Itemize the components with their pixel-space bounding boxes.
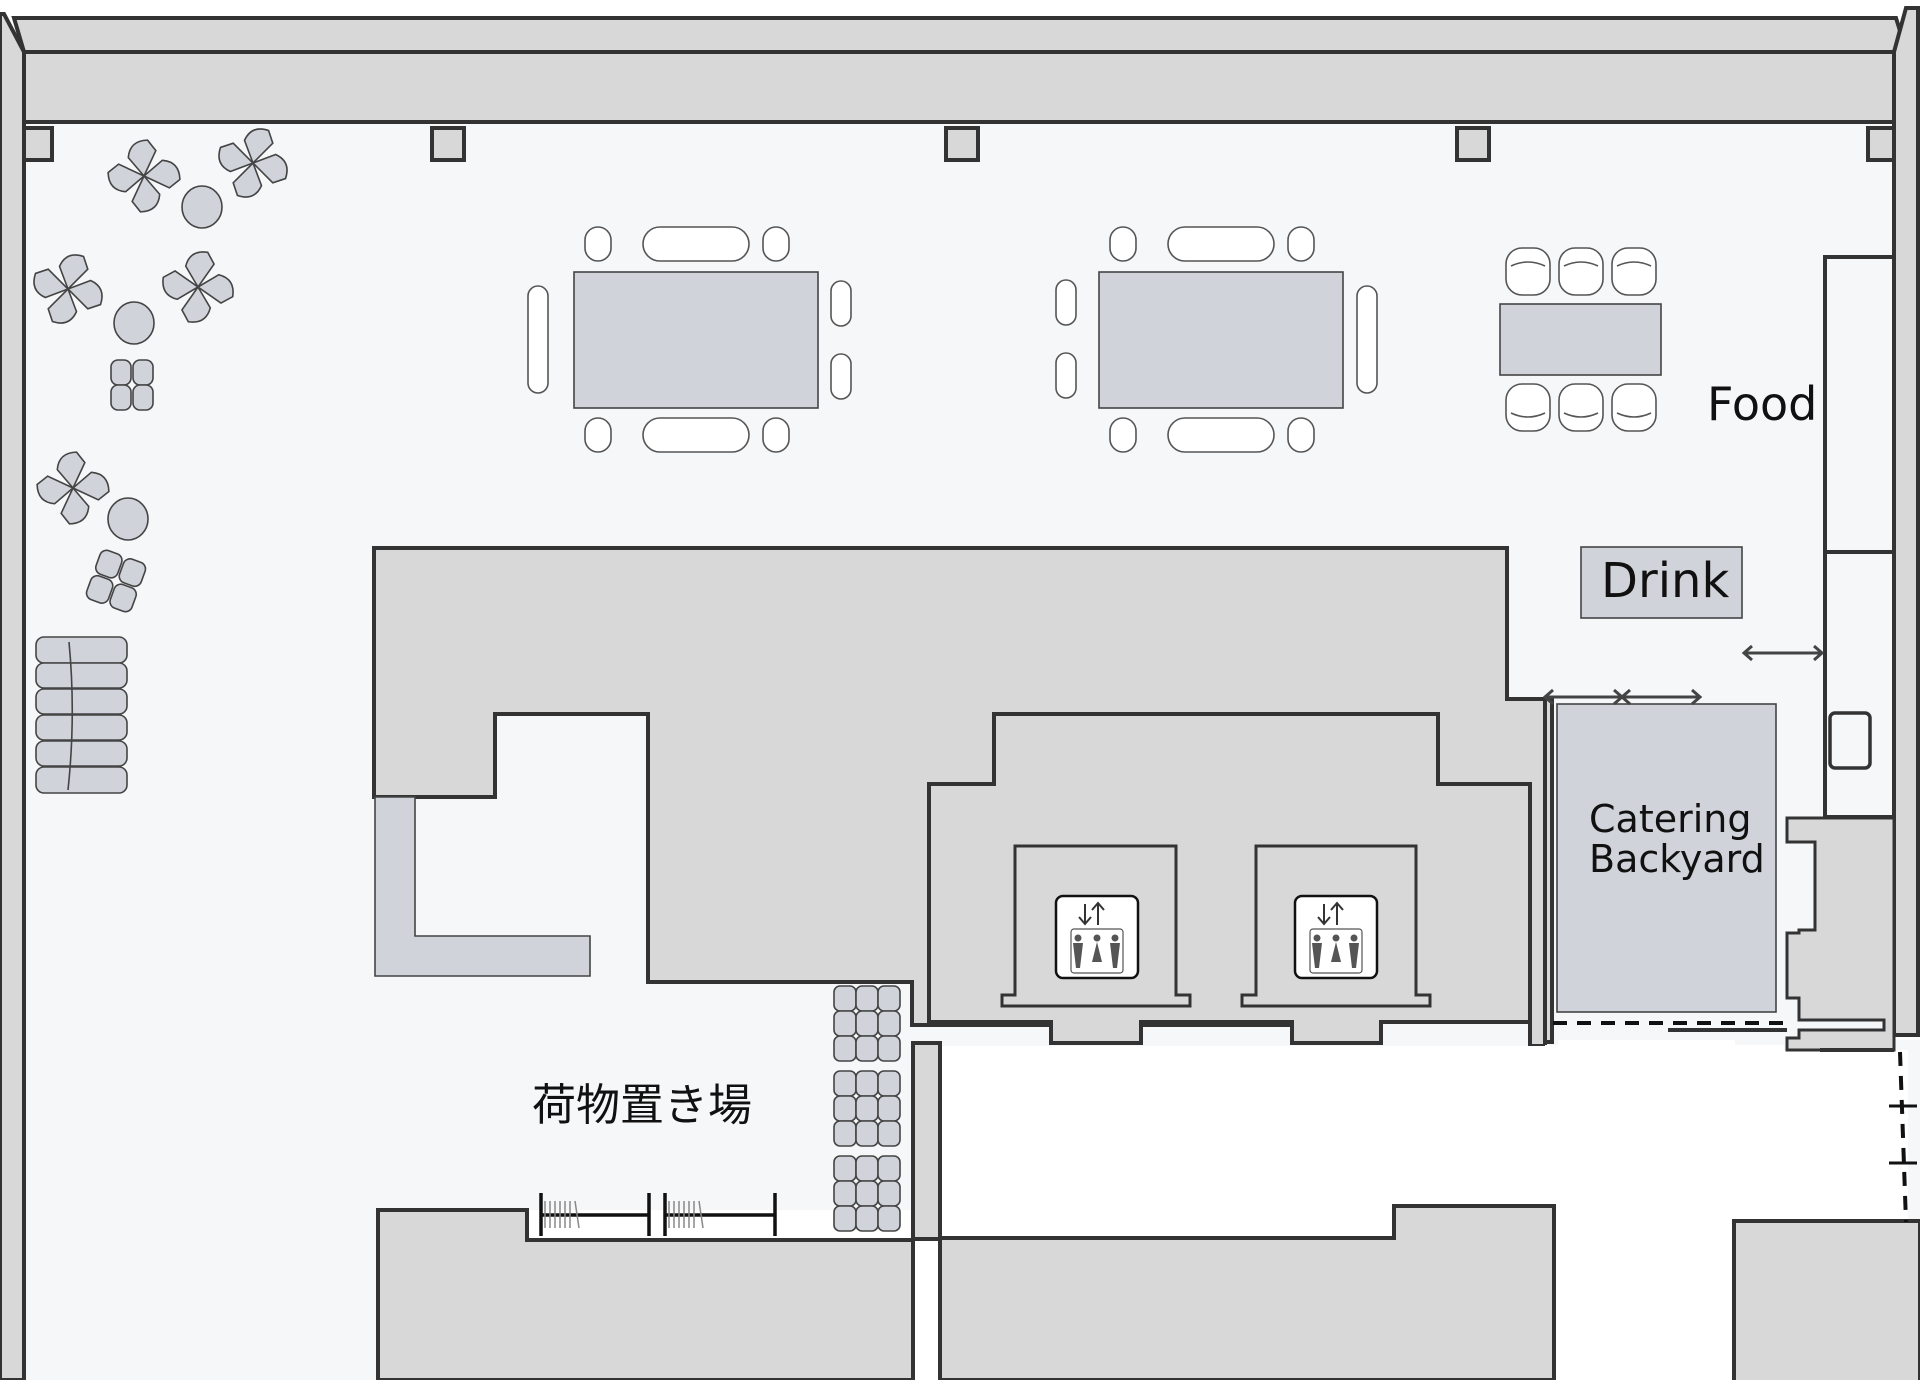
elevator-icon	[1054, 894, 1140, 980]
pillar	[430, 126, 466, 162]
dining-table-2	[1055, 226, 1378, 453]
drink-station	[1580, 546, 1743, 619]
food-counter-lower	[1823, 550, 1896, 819]
catering-left-wall	[1543, 697, 1554, 1044]
l-counter	[374, 796, 591, 977]
dimension-arrow	[1542, 688, 1703, 706]
luggage-area-label: 荷物置き場	[532, 1080, 752, 1131]
right-wall	[1892, 6, 1920, 1037]
sofa	[35, 636, 128, 794]
stacked-chairs	[833, 985, 901, 1232]
pillar	[1866, 126, 1896, 162]
bottom-middle-block	[938, 1204, 1556, 1380]
coat-rack-2	[663, 1193, 777, 1236]
divider-wall	[911, 1041, 942, 1241]
catering-backyard	[1556, 703, 1777, 1013]
catering-label-line1: Catering	[1589, 797, 1752, 841]
food-counter	[1823, 255, 1896, 554]
service-wall	[1785, 816, 1896, 1052]
sink	[1828, 711, 1872, 770]
dining-table-3	[1499, 247, 1662, 432]
bottom-left-block	[376, 1208, 915, 1380]
dimension-arrow	[1741, 644, 1825, 662]
pillar	[22, 126, 54, 162]
bottom-right-block	[1732, 1219, 1920, 1380]
top-wall	[11, 16, 1909, 54]
drink-label: Drink	[1601, 553, 1730, 609]
catering-label-line2: Backyard	[1589, 837, 1765, 881]
lounge-group-3	[36, 451, 149, 613]
left-wall	[0, 12, 26, 1380]
top-wall-inner	[22, 50, 1896, 124]
pillar	[944, 126, 980, 162]
elevator-icon	[1293, 894, 1379, 980]
lounge-group-1	[107, 128, 288, 229]
coat-rack-1	[539, 1193, 651, 1236]
pillar	[1455, 126, 1491, 162]
food-label: Food	[1707, 377, 1818, 431]
lounge-group-2	[33, 251, 234, 411]
dining-table-1	[527, 226, 852, 453]
right-door-dashed	[1898, 1051, 1908, 1223]
